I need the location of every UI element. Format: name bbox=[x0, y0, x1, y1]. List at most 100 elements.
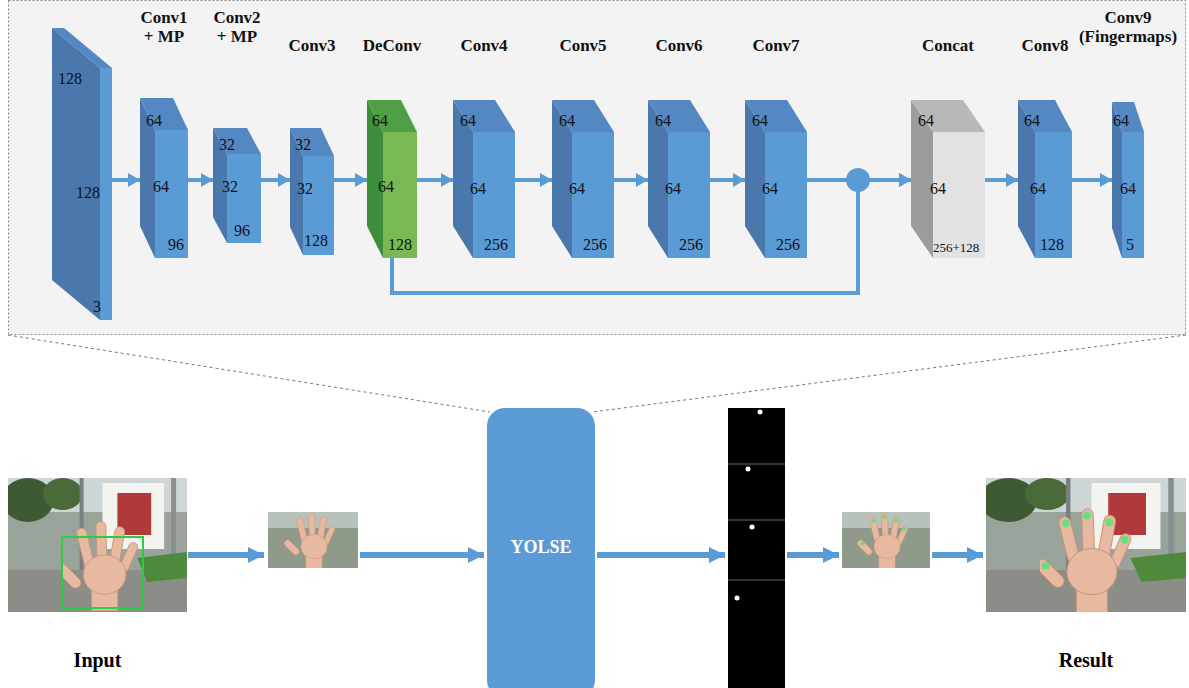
tensor-dimension: 3 bbox=[93, 298, 101, 316]
tensor-dimension: 5 bbox=[1126, 236, 1134, 254]
flow-arrow bbox=[985, 178, 1018, 182]
layer-name: Conv9 (Fingermaps) bbox=[1079, 8, 1177, 46]
tensor-dimension: 128 bbox=[76, 184, 100, 202]
layer-side bbox=[52, 28, 100, 320]
tensor-dimension: 64 bbox=[930, 180, 946, 198]
tensor-dimension: 256+128 bbox=[933, 239, 979, 257]
zoom-line bbox=[8, 335, 490, 412]
tensor-dimension: 64 bbox=[460, 112, 476, 130]
layer-front bbox=[227, 154, 261, 243]
network-name: YOLSE bbox=[487, 536, 595, 558]
photo-frame: Input bbox=[8, 478, 187, 612]
layer-block: Conv33232128 bbox=[290, 128, 334, 255]
zoom-line bbox=[592, 335, 1186, 412]
photo-caption: Result bbox=[986, 648, 1186, 672]
flow-arrow bbox=[710, 178, 745, 182]
sum-junction bbox=[846, 168, 870, 192]
layer-top bbox=[1018, 100, 1072, 132]
layer-top bbox=[453, 100, 515, 132]
tensor-dimension: 64 bbox=[655, 112, 671, 130]
layer-top bbox=[213, 128, 261, 154]
tensor-dimension: 64 bbox=[762, 180, 778, 198]
tensor-dimension: 64 bbox=[153, 178, 169, 196]
photo-frame: Result bbox=[986, 478, 1186, 612]
layer-name: DeConv bbox=[363, 36, 422, 55]
tensor-dimension: 256 bbox=[776, 236, 800, 254]
photo-caption: Input bbox=[8, 648, 187, 672]
layer-name: Conv1 + MP bbox=[140, 8, 187, 46]
tensor-dimension: 64 bbox=[918, 112, 934, 130]
network-panel bbox=[9, 1, 1186, 335]
layer-block: Conv56464256 bbox=[552, 100, 614, 258]
tensor-dimension: 64 bbox=[470, 180, 486, 198]
layer-top bbox=[911, 100, 985, 132]
flow-arrow bbox=[112, 178, 140, 182]
layer-block: Concat6464256+128 bbox=[911, 100, 985, 258]
network-box: YOLSE bbox=[487, 408, 595, 688]
layer-block: Conv46464256 bbox=[453, 100, 515, 258]
tensor-dimension: 128 bbox=[388, 236, 412, 254]
flow-arrow bbox=[188, 178, 213, 182]
flow-arrow bbox=[614, 178, 648, 182]
tensor-dimension: 64 bbox=[1024, 112, 1040, 130]
tensor-dimension: 128 bbox=[304, 232, 328, 250]
layer-top bbox=[140, 98, 188, 130]
layer-name: Concat bbox=[922, 36, 974, 55]
layer-name: Conv2 + MP bbox=[213, 8, 260, 46]
tensor-dimension: 32 bbox=[295, 136, 311, 154]
fingermaps-strip bbox=[728, 408, 785, 688]
layer-block: Conv2 + MP323296 bbox=[213, 128, 261, 243]
layer-block: Conv1 + MP646496 bbox=[140, 98, 188, 258]
input-photo bbox=[2, 478, 187, 612]
tensor-dimension: 256 bbox=[679, 236, 703, 254]
flow-arrow bbox=[417, 178, 453, 182]
layer-top bbox=[290, 128, 334, 156]
layer-block: Conv86464128 bbox=[1018, 100, 1072, 258]
layer-side bbox=[911, 100, 933, 258]
tensor-dimension: 256 bbox=[484, 236, 508, 254]
tensor-dimension: 32 bbox=[297, 180, 313, 198]
layer-name: Conv3 bbox=[288, 36, 335, 55]
tensor-dimension: 256 bbox=[583, 236, 607, 254]
tensor-dimension: 96 bbox=[168, 236, 184, 254]
layer-front bbox=[303, 156, 334, 255]
layer-top bbox=[1112, 102, 1144, 132]
tensor-dimension: 32 bbox=[222, 178, 238, 196]
tensor-dimension: 128 bbox=[58, 70, 82, 88]
flow-arrow bbox=[1072, 178, 1112, 182]
flow-arrow bbox=[515, 178, 552, 182]
layer-name: Conv5 bbox=[559, 36, 606, 55]
layer-front bbox=[100, 68, 112, 320]
layer-name: Conv6 bbox=[655, 36, 702, 55]
layer-top bbox=[552, 100, 614, 132]
layer-block: 128 128 3 bbox=[52, 28, 112, 320]
tensor-dimension: 64 bbox=[378, 178, 394, 196]
tensor-dimension: 64 bbox=[372, 112, 388, 130]
tensor-dimension: 64 bbox=[146, 112, 162, 130]
tensor-dimension: 64 bbox=[1120, 180, 1136, 198]
layer-block: Conv9 (Fingermaps)64645 bbox=[1112, 102, 1144, 258]
flow-arrow bbox=[261, 178, 290, 182]
layer-block: Conv66464256 bbox=[648, 100, 710, 258]
tensor-dimension: 64 bbox=[559, 112, 575, 130]
layer-block: DeConv6464128 bbox=[367, 100, 417, 258]
tensor-dimension: 64 bbox=[665, 180, 681, 198]
layer-block: Conv76464256 bbox=[745, 100, 807, 258]
layer-top bbox=[52, 28, 112, 68]
tensor-dimension: 64 bbox=[1030, 180, 1046, 198]
layer-name: Conv8 bbox=[1021, 36, 1068, 55]
layer-top bbox=[745, 100, 807, 132]
tensor-dimension: 32 bbox=[219, 136, 235, 154]
hand-crop bbox=[268, 512, 358, 569]
tensor-dimension: 64 bbox=[1113, 112, 1129, 130]
flow-arrow bbox=[334, 178, 367, 182]
result-crop bbox=[842, 512, 930, 569]
tensor-dimension: 64 bbox=[569, 180, 585, 198]
result-photo bbox=[979, 478, 1186, 614]
layer-name: Conv4 bbox=[460, 36, 507, 55]
tensor-dimension: 128 bbox=[1040, 236, 1064, 254]
layer-top bbox=[367, 100, 417, 132]
layer-name: Conv7 bbox=[752, 36, 799, 55]
layer-top bbox=[648, 100, 710, 132]
